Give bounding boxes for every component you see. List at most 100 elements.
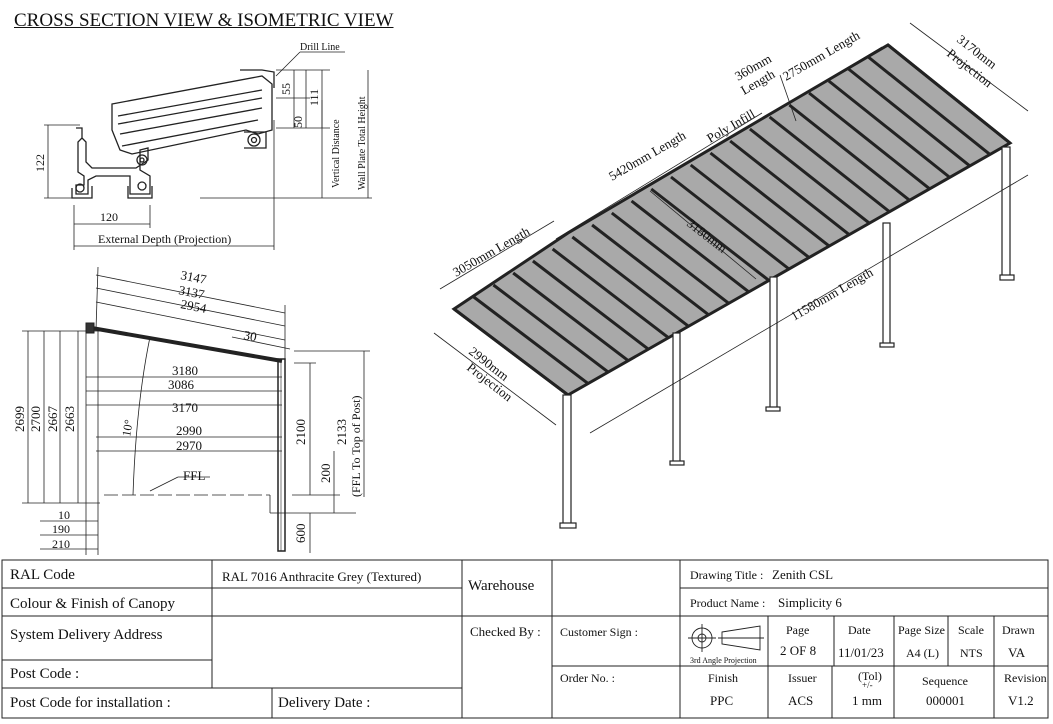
dim-2133: 2133	[334, 419, 349, 445]
dim-30: 30	[242, 327, 258, 344]
projection-label: 3rd Angle Projection	[690, 656, 757, 665]
height-2700: 2700	[28, 406, 43, 432]
side-elevation: 3147 3137 2954 30 3180 3086 3170 2990 29…	[12, 266, 370, 555]
wall-plate-height-label: Wall Plate Total Height	[357, 96, 368, 190]
customer-sign-label: Customer Sign :	[560, 625, 639, 639]
dim-3137: 3137	[177, 282, 206, 302]
third-angle-projection-icon	[688, 624, 764, 652]
finish-value: PPC	[710, 693, 734, 708]
page-size-label: Page Size	[898, 623, 945, 637]
date-label: Date	[848, 623, 871, 637]
height-2667: 2667	[45, 406, 60, 433]
roof-rafter	[591, 223, 710, 317]
roof-rafter	[748, 127, 871, 225]
dim-200: 200	[318, 464, 333, 484]
dim-2954: 2954	[179, 296, 208, 316]
top-of-post-label: (FFL To Top of Post)	[349, 396, 363, 497]
roof-rafter	[531, 259, 650, 351]
delivery-date-label: Delivery Date :	[278, 695, 371, 711]
drawn-value: VA	[1008, 645, 1026, 660]
order-no-label: Order No. :	[560, 671, 615, 685]
drill-line-label: Drill Line	[300, 42, 340, 53]
roof-rafters	[453, 43, 1011, 397]
dim-600: 600	[293, 524, 308, 544]
roof-rafter	[650, 187, 770, 282]
install-postcode-label: Post Code for installation :	[10, 695, 171, 711]
angle-10: 10°	[119, 418, 136, 437]
roof-rafter	[768, 115, 891, 213]
delivery-address-label: System Delivery Address	[10, 627, 163, 643]
dim-50: 50	[291, 116, 305, 128]
issuer-label: Issuer	[788, 671, 817, 685]
dim-120: 120	[100, 210, 118, 224]
roof-rafter	[788, 103, 911, 202]
ral-code-value: RAL 7016 Anthracite Grey (Textured)	[222, 569, 422, 584]
checked-by-label: Checked By :	[470, 624, 541, 639]
revision-label: Revision	[1004, 671, 1047, 685]
postcode-label: Post Code :	[10, 666, 80, 682]
scale-label: Scale	[958, 623, 984, 637]
sequence-label: Sequence	[922, 674, 968, 688]
height-2663: 2663	[62, 406, 77, 432]
roof-rafter	[847, 67, 971, 168]
page-value: 2 OF 8	[780, 643, 817, 658]
drawn-label: Drawn	[1002, 623, 1035, 637]
revision-value: V1.2	[1008, 693, 1034, 708]
page-title: CROSS SECTION VIEW & ISOMETRIC VIEW	[14, 10, 394, 31]
tol-value: 1 mm	[852, 693, 882, 708]
roof-rafter	[827, 79, 951, 179]
roof-rafter	[867, 55, 991, 156]
title-block-frame	[1, 559, 1049, 719]
dim-3086: 3086	[168, 377, 195, 392]
roof-rafter	[887, 43, 1011, 145]
page-size-value: A4 (L)	[906, 646, 939, 660]
roof-rafter	[808, 91, 931, 190]
roof-rafter	[630, 199, 750, 294]
page-label: Page	[786, 623, 810, 637]
drawing-title-label: Drawing Title :	[690, 568, 764, 582]
title-block: RAL Code RAL 7016 Anthracite Grey (Textu…	[2, 560, 1048, 718]
drawing-title-value: Zenith CSL	[772, 567, 834, 582]
colour-finish-label: Colour & Finish of Canopy	[10, 596, 176, 612]
roof-rafter	[670, 175, 790, 271]
height-2699: 2699	[12, 406, 27, 432]
dim-2100: 2100	[293, 419, 308, 445]
product-name-label: Product Name :	[690, 596, 766, 610]
roof-rafter	[689, 163, 811, 259]
tol-label: (Tol)	[858, 669, 882, 683]
roof-rafter	[453, 307, 569, 397]
dim-210: 210	[52, 537, 70, 551]
tol-sub-label: +/-	[862, 680, 873, 690]
dim-2970: 2970	[176, 438, 202, 453]
dim-122: 122	[33, 154, 47, 172]
roof-rafter	[512, 271, 630, 362]
dim-3180: 3180	[172, 363, 198, 378]
vertical-distance-label: Vertical Distance	[331, 119, 342, 188]
iso-length-11580: 11580mm Length	[788, 264, 876, 323]
dim-10: 10	[58, 508, 70, 522]
warehouse-label: Warehouse	[468, 578, 535, 594]
isometric-view: 3050mm Length 5420mm Length Poly Infill …	[433, 22, 1029, 529]
dim-55: 55	[279, 83, 293, 95]
roof-rafter	[492, 283, 610, 374]
product-name-value: Simplicity 6	[778, 595, 842, 610]
ral-code-label: RAL Code	[10, 567, 75, 583]
cross-section-detail: Drill Line 55 111 50 Vertical Distance W…	[33, 42, 372, 250]
dim-2990: 2990	[176, 423, 202, 438]
roof-rafter	[610, 211, 730, 305]
scale-value: NTS	[960, 646, 983, 660]
issuer-value: ACS	[788, 693, 814, 708]
dim-3170: 3170	[172, 400, 198, 415]
roof-rafter	[551, 247, 670, 339]
dim-190: 190	[52, 522, 70, 536]
finish-label: Finish	[708, 671, 739, 685]
sequence-value: 000001	[926, 693, 965, 708]
date-value: 11/01/23	[838, 645, 884, 660]
dim-111: 111	[307, 89, 321, 106]
ffl-label: FFL	[183, 468, 205, 483]
external-depth-label: External Depth (Projection)	[98, 232, 231, 246]
roof-rafter	[571, 235, 690, 328]
roof-rafter	[729, 139, 851, 236]
dim-3147: 3147	[179, 267, 208, 287]
